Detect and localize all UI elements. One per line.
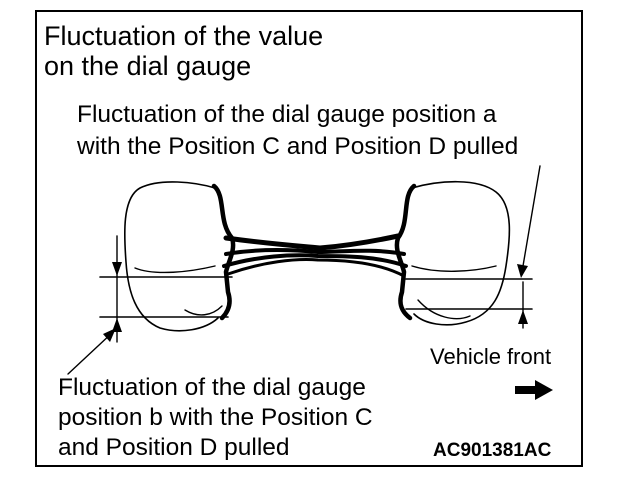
label-position-a: Fluctuation of the dial gauge position a… bbox=[77, 99, 518, 163]
right-tire-inner-line bbox=[411, 265, 497, 272]
left-hub bbox=[211, 183, 236, 321]
left-callout-leader bbox=[67, 331, 114, 375]
left-tire-inner-line bbox=[134, 265, 216, 274]
figure-frame bbox=[35, 10, 583, 467]
right-dim-arrow-up bbox=[518, 310, 528, 324]
label-a-line-2: with the Position C and Position D pulle… bbox=[77, 133, 519, 160]
label-b-line-2: position b with the Position C bbox=[58, 404, 373, 431]
right-callout-leader bbox=[522, 165, 541, 267]
arrow-right-icon bbox=[515, 380, 553, 400]
axle-beam-mid bbox=[224, 248, 406, 256]
left-tire bbox=[123, 181, 219, 332]
label-position-b: Fluctuation of the dial gauge position b … bbox=[58, 373, 373, 463]
left-dim-arrow-up bbox=[112, 318, 122, 332]
vehicle-front-label: Vehicle front bbox=[430, 344, 552, 369]
axle-beam-bottom bbox=[226, 258, 406, 278]
right-tire bbox=[411, 180, 511, 326]
left-tire-lower-line bbox=[184, 305, 223, 316]
label-b-line-3: and Position D pulled bbox=[58, 434, 290, 461]
left-leader-arrow bbox=[103, 328, 116, 342]
title-line-2: on the dial gauge bbox=[44, 51, 252, 81]
label-b-line-1: Fluctuation of the dial gauge bbox=[58, 374, 366, 401]
label-a-line-1: Fluctuation of the dial gauge position a bbox=[77, 101, 497, 128]
axle-beam-top bbox=[223, 233, 401, 251]
right-hub bbox=[394, 183, 417, 321]
left-dim-arrow-down bbox=[112, 262, 122, 276]
right-leader-arrow-down bbox=[517, 264, 528, 278]
figure-code: AC901381AC bbox=[433, 440, 552, 461]
right-tire-lower-line bbox=[417, 299, 471, 320]
title-line-1: Fluctuation of the value bbox=[44, 21, 324, 51]
axle-beam-low bbox=[222, 253, 408, 268]
